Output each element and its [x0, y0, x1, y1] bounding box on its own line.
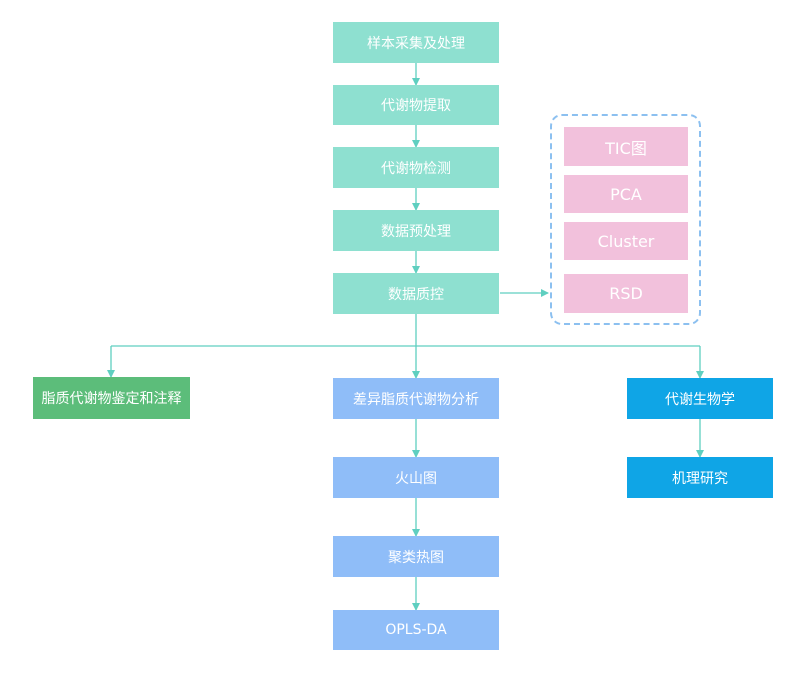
step-metabolite-detection: 代谢物检测	[333, 147, 499, 188]
analysis-opls-da: OPLS-DA	[333, 610, 499, 650]
branch-lipid-identification: 脂质代谢物鉴定和注释	[33, 377, 190, 419]
step-sample-collection: 样本采集及处理	[333, 22, 499, 63]
step-data-qc: 数据质控	[333, 273, 499, 314]
step-data-preprocessing: 数据预处理	[333, 210, 499, 251]
qc-tic: TIC图	[564, 127, 688, 166]
biology-mechanism-study: 机理研究	[627, 457, 773, 498]
branch-differential-analysis: 差异脂质代谢物分析	[333, 378, 499, 419]
branch-metabolic-biology: 代谢生物学	[627, 378, 773, 419]
qc-methods-group	[550, 114, 701, 325]
analysis-cluster-heatmap: 聚类热图	[333, 536, 499, 577]
qc-cluster: Cluster	[564, 222, 688, 260]
analysis-volcano-plot: 火山图	[333, 457, 499, 498]
qc-rsd: RSD	[564, 274, 688, 313]
qc-pca: PCA	[564, 175, 688, 213]
step-metabolite-extraction: 代谢物提取	[333, 85, 499, 125]
